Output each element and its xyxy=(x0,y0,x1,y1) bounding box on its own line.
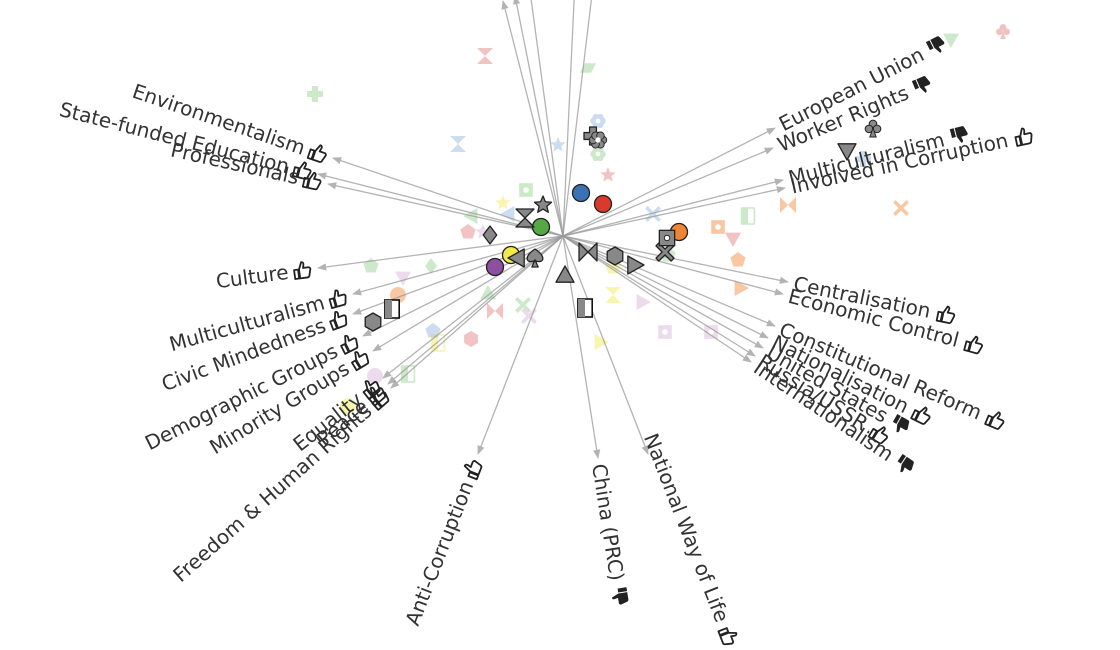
background-point-pentagon xyxy=(460,224,476,239)
point-circle xyxy=(593,194,613,214)
thumbs-up-icon xyxy=(306,141,330,165)
background-point-square-dot xyxy=(704,325,718,339)
loading-arrow xyxy=(477,235,564,455)
background-point-x xyxy=(515,297,531,313)
vector-label: Anti-Corruption xyxy=(400,457,484,629)
loading-arrow xyxy=(562,0,592,237)
background-point-club xyxy=(996,24,1010,39)
point-circle xyxy=(531,217,551,237)
loading-arrow xyxy=(562,0,575,237)
thumbs-up-icon xyxy=(717,624,741,648)
thumbs-down-icon xyxy=(610,587,630,606)
vector-label-text: Culture xyxy=(214,260,289,293)
background-point-star xyxy=(495,195,511,210)
background-point-triangle-right xyxy=(734,280,749,296)
loading-arrow xyxy=(562,235,784,296)
highlighted-points xyxy=(364,119,882,332)
background-point-flower xyxy=(590,113,606,129)
vector-label: China (PRC) xyxy=(587,462,630,606)
point-circle xyxy=(485,257,505,277)
background-point-triangle-down xyxy=(395,271,411,286)
background-point-diamond xyxy=(425,258,437,274)
thumbs-down-icon xyxy=(925,34,948,57)
background-point-hexagon xyxy=(464,331,478,347)
background-point-hourglass xyxy=(477,48,493,64)
loading-arrow xyxy=(317,235,564,271)
background-point-circle xyxy=(367,368,383,384)
thumbs-up-icon xyxy=(326,308,350,331)
point-hourglass xyxy=(515,208,535,228)
thumbs-up-icon xyxy=(460,457,484,481)
background-point-bowtie xyxy=(487,303,503,319)
background-point-bowtie xyxy=(780,197,796,213)
background-point-triangle-down xyxy=(725,232,741,247)
background-point-pentagon xyxy=(425,323,441,338)
background-point-hourglass xyxy=(605,287,621,303)
point-triangle-down xyxy=(837,143,857,161)
background-point-star xyxy=(550,137,566,152)
vector-label: National Way of Life xyxy=(639,430,741,648)
background-point-star xyxy=(600,167,616,182)
point-square-half xyxy=(384,299,400,319)
background-point-plus xyxy=(307,86,323,102)
vector-label-text: China (PRC) xyxy=(587,462,629,582)
background-point-square-dot xyxy=(658,325,672,339)
loading-arrow xyxy=(562,147,774,237)
point-hexagon xyxy=(364,312,382,332)
point-bowtie xyxy=(578,242,598,262)
vector-label: Culture xyxy=(214,260,313,293)
background-point-triangle-right xyxy=(594,334,609,350)
loading-arrow xyxy=(562,235,601,459)
loading-arrow xyxy=(562,186,786,237)
background-point-square-dot xyxy=(519,183,533,197)
thumbs-up-icon xyxy=(337,331,361,355)
background-point-plus xyxy=(855,151,871,167)
thumbs-up-icon xyxy=(935,303,957,325)
thumbs-down-icon xyxy=(893,453,917,477)
loading-arrow xyxy=(352,235,564,296)
thumbs-up-icon xyxy=(910,402,934,427)
point-triangle-right xyxy=(627,255,645,275)
background-point-hourglass xyxy=(450,136,466,152)
loading-arrow xyxy=(513,0,564,237)
background-point-pentagon xyxy=(730,252,746,267)
loading-arrow xyxy=(562,235,776,327)
background-point-circle xyxy=(340,398,356,414)
thumbs-up-icon xyxy=(984,408,1008,432)
thumbs-down-icon xyxy=(911,74,934,96)
background-point-square-half xyxy=(740,207,756,225)
point-circle xyxy=(571,183,591,203)
point-asterisk xyxy=(588,131,608,149)
loading-arrow xyxy=(530,0,564,237)
thumbs-up-icon xyxy=(963,333,985,356)
background-point-triangle-down xyxy=(943,33,959,48)
loading-arrow xyxy=(562,127,776,237)
point-hexagon xyxy=(606,246,624,266)
thumbs-up-icon xyxy=(1013,125,1035,147)
point-star xyxy=(533,195,553,213)
point-square-half xyxy=(577,298,593,318)
point-club xyxy=(864,119,882,138)
point-square-dot xyxy=(658,229,676,247)
background-point-asterisk xyxy=(590,146,606,162)
point-diamond xyxy=(482,225,498,245)
background-point-x xyxy=(893,200,909,216)
loading-arrow xyxy=(501,0,564,237)
point-spade xyxy=(526,248,544,268)
point-triangle-left xyxy=(507,248,525,268)
loading-arrow xyxy=(562,235,789,284)
background-point-square-dot xyxy=(711,220,725,234)
thumbs-up-icon xyxy=(326,287,349,310)
thumbs-up-icon xyxy=(292,260,313,280)
vector-label-text: Anti-Corruption xyxy=(400,478,478,629)
loading-arrow xyxy=(562,235,649,455)
loading-arrows xyxy=(317,0,789,459)
point-triangle-up xyxy=(555,265,575,283)
vector-label-text: National Way of Life xyxy=(639,430,734,625)
background-point-triangle-right xyxy=(636,294,651,310)
loading-arrow xyxy=(562,178,784,237)
